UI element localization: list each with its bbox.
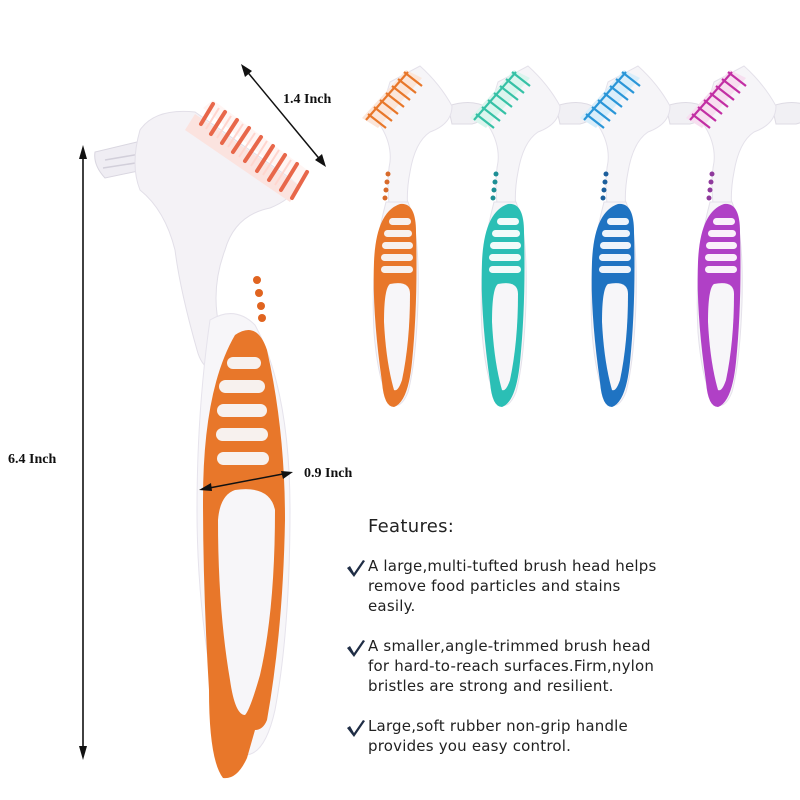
check-icon: [346, 718, 366, 738]
head-width-label: 1.4 Inch: [283, 92, 332, 107]
check-icon: [346, 638, 366, 658]
handle-width-dimension-arrow: [198, 468, 294, 494]
variant-teal: [470, 65, 597, 407]
length-dimension-arrow: [76, 143, 90, 763]
feature-text: Large,soft rubber non-grip handle provid…: [368, 717, 628, 755]
main-brush-image: [85, 90, 325, 790]
features-title: Features:: [368, 516, 455, 537]
variant-blue: [580, 65, 707, 407]
head-width-dimension-arrow: [238, 62, 330, 170]
check-icon: [346, 558, 366, 578]
variant-orange: [362, 65, 489, 407]
feature-text: A smaller,angle-trimmed brush head for h…: [368, 637, 655, 695]
feature-text: A large,multi-tufted brush head helps re…: [368, 557, 657, 615]
denture-brush-orange-large: [94, 100, 310, 779]
color-variants: [360, 62, 800, 422]
length-label: 6.4 Inch: [8, 452, 57, 467]
variant-purple: [686, 65, 800, 407]
large-bristles: [185, 100, 310, 202]
handle-width-label: 0.9 Inch: [304, 466, 353, 481]
